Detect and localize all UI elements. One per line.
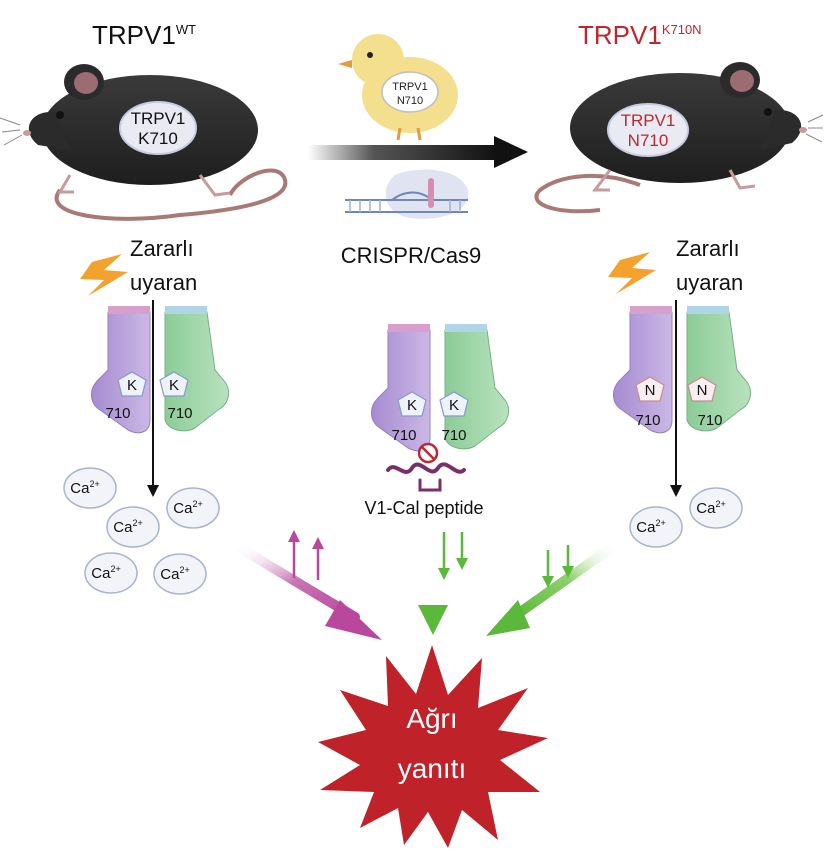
peptide-channel: K K 710 710 xyxy=(371,324,509,452)
chick-icon: TRPV1 N710 xyxy=(338,34,458,141)
svg-text:Ca2+: Ca2+ xyxy=(636,518,665,536)
mutant-mouse-label-oval xyxy=(607,103,689,157)
peptide-decrease-arrow xyxy=(418,530,448,635)
wt-residue-right: K xyxy=(169,377,179,394)
mutant-stimulus-line1: Zararlı xyxy=(676,236,740,261)
mutant-number-right: 710 xyxy=(697,412,722,429)
crispr-dna-icon xyxy=(345,169,469,219)
pain-response-line2: yanıtı xyxy=(398,753,466,784)
svg-text:Ca2+: Ca2+ xyxy=(70,479,99,497)
wt-number-left: 710 xyxy=(105,405,130,422)
wt-calcium-ions: Ca2+ Ca2+ Ca2+ Ca2+ Ca2+ xyxy=(63,467,220,595)
wt-calcium-flow-arrowhead xyxy=(147,485,159,497)
mutant-number-left: 710 xyxy=(635,412,660,429)
calcium-ion: Ca2+ xyxy=(689,487,743,529)
inhibit-icon xyxy=(417,442,439,464)
peptide-number-left: 710 xyxy=(391,427,416,444)
calcium-ion: Ca2+ xyxy=(166,487,220,529)
wt-residue-left: K xyxy=(127,377,137,394)
increase-arrow xyxy=(230,540,382,640)
peptide-icon xyxy=(386,462,466,492)
mutant-decrease-arrow xyxy=(486,540,620,636)
wt-mouse-label-1: TRPV1 xyxy=(131,109,186,128)
mutant-decrease-indicator-icon xyxy=(542,545,574,588)
wt-channel: K K 710 710 xyxy=(91,306,229,434)
mutant-channel: N N 710 710 xyxy=(613,306,751,434)
wt-number-right: 710 xyxy=(167,405,192,422)
peptide-residue-right: K xyxy=(449,397,459,414)
svg-text:Ca2+: Ca2+ xyxy=(160,565,189,583)
mutant-mouse-label-2: N710 xyxy=(628,131,669,150)
peptide-label: V1-Cal peptide xyxy=(364,498,483,518)
calcium-ion: Ca2+ xyxy=(84,552,138,594)
increase-indicator-icon xyxy=(288,530,324,580)
svg-text:Ca2+: Ca2+ xyxy=(113,518,142,536)
svg-text:Ca2+: Ca2+ xyxy=(696,499,725,517)
transfer-arrow xyxy=(308,136,528,168)
chick-label-1: TRPV1 xyxy=(392,81,427,93)
mutant-stimulus-line2: uyaran xyxy=(676,270,743,295)
calcium-ion: Ca2+ xyxy=(153,553,207,595)
mutant-title: TRPV1K710N xyxy=(578,20,702,50)
mutant-lightning-icon xyxy=(608,252,656,294)
pain-burst-icon xyxy=(318,645,548,848)
pain-response-line1: Ağrı xyxy=(406,703,457,734)
mutant-calcium-ions: Ca2+ Ca2+ xyxy=(629,487,743,548)
chick-label-oval xyxy=(381,71,439,113)
wt-mouse-label-oval xyxy=(119,101,197,155)
calcium-ion: Ca2+ xyxy=(63,467,117,509)
mutant-calcium-flow-arrowhead xyxy=(670,485,682,497)
peptide-decrease-indicator-icon xyxy=(438,532,468,580)
wt-lightning-icon xyxy=(80,254,128,296)
svg-text:Ca2+: Ca2+ xyxy=(173,499,202,517)
crispr-label: CRISPR/Cas9 xyxy=(341,243,482,268)
wt-mouse-icon: TRPV1 K710 xyxy=(0,64,288,221)
mutant-mouse-icon: TRPV1 N710 xyxy=(534,62,824,214)
chick-label-2: N710 xyxy=(397,95,423,107)
wt-stimulus-line2: uyaran xyxy=(130,270,197,295)
calcium-ion: Ca2+ xyxy=(106,506,160,548)
calcium-ion: Ca2+ xyxy=(629,506,683,548)
svg-text:Ca2+: Ca2+ xyxy=(91,564,120,582)
peptide-number-right: 710 xyxy=(441,427,466,444)
mutant-residue-right: N xyxy=(697,382,708,399)
peptide-residue-left: K xyxy=(407,397,417,414)
wt-title: TRPV1WT xyxy=(92,20,196,50)
mutant-residue-left: N xyxy=(645,382,656,399)
mutant-mouse-label-1: TRPV1 xyxy=(621,111,676,130)
wt-mouse-label-2: K710 xyxy=(138,129,178,148)
wt-stimulus-line1: Zararlı xyxy=(130,236,194,261)
